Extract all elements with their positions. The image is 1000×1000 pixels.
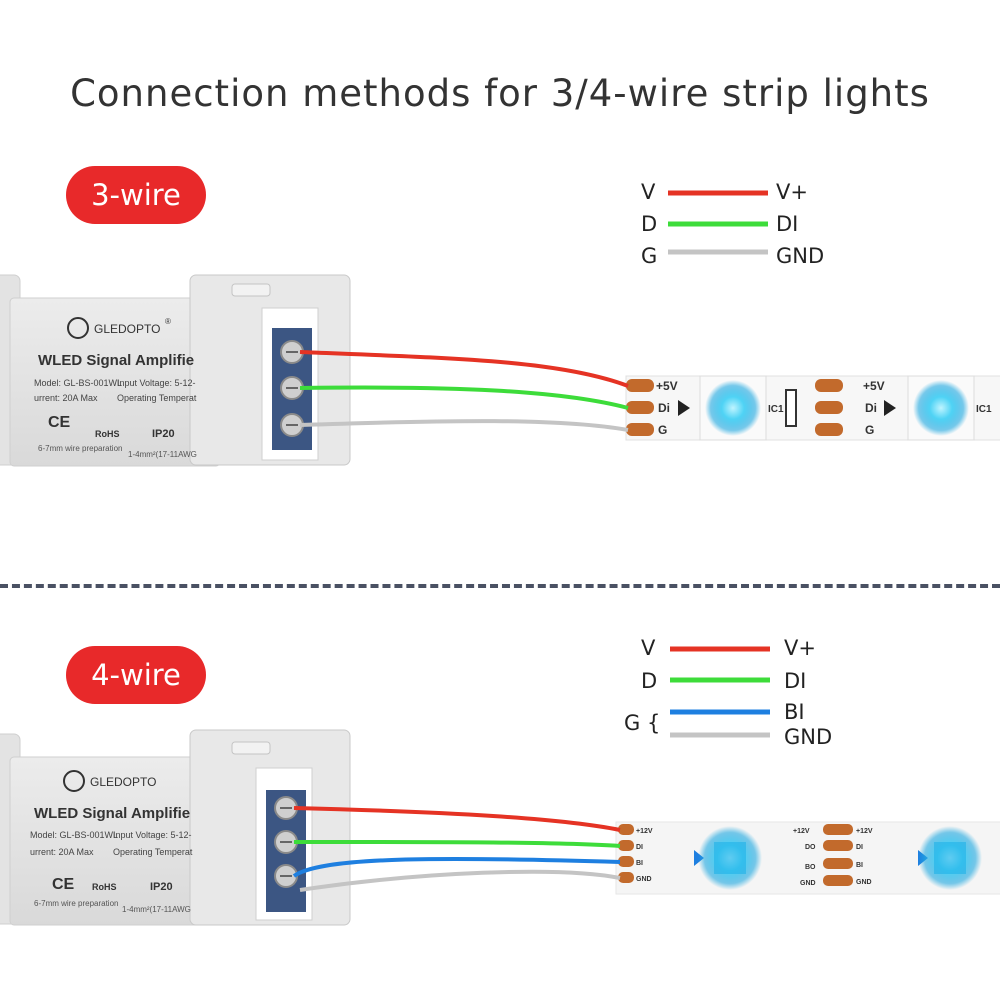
- amplifier-4wire: GLEDOPTO WLED Signal Amplifie Model: GL-…: [0, 729, 351, 926]
- amp3-current: urrent: 20A Max: [34, 393, 98, 403]
- strip4-right-pad2: DI: [856, 844, 863, 851]
- strip4-mid-pad2: DO: [805, 844, 816, 851]
- legend3-vplus-label: V+: [776, 180, 808, 204]
- legend4-g-label: G {: [624, 711, 661, 735]
- amp4-brand: GLEDOPTO: [90, 775, 156, 789]
- wire4-gray: [299, 869, 621, 892]
- strip4-right-pad1: +12V: [856, 828, 873, 835]
- wire3-gray: [299, 419, 629, 432]
- legend4-d-label: D: [641, 669, 658, 693]
- legend4-di-label: DI: [784, 669, 807, 693]
- led-1-icon: [705, 380, 761, 436]
- led-strip-4wire: +12V DI BI GND +12V DO BO GND +12V DI BI…: [615, 821, 1000, 895]
- section-divider: [0, 584, 1000, 588]
- legend4-bi-label: BI: [784, 700, 805, 724]
- legend3-gnd-label: GND: [776, 244, 825, 268]
- amp3-rohs: RoHS: [95, 429, 120, 439]
- legend4-vplus-label: V+: [784, 636, 816, 660]
- strip3-pad1: +5V: [656, 379, 678, 393]
- led-strip-3wire: +5V Di G IC1 +5V Di G IC1: [625, 375, 1000, 441]
- wire3-red: [299, 350, 629, 388]
- amp4-wireprep: 6-7mm wire preparation: [34, 899, 118, 908]
- led-2-icon: [913, 380, 969, 436]
- amp3-ip: IP20: [152, 428, 175, 440]
- gledopto-logo-icon: [63, 770, 85, 792]
- amp3-name: WLED Signal Amplifie: [38, 352, 194, 369]
- amp4-input: Input Voltage: 5-12-: [113, 830, 192, 840]
- amp4-ip: IP20: [150, 881, 173, 893]
- legend4-gnd-label: GND: [784, 725, 833, 749]
- amp4-rohs: RoHS: [92, 882, 117, 892]
- amp4-current: urrent: 20A Max: [30, 847, 94, 857]
- strip4-left-pad1: +12V: [636, 828, 653, 835]
- strip3-pad3: G: [658, 423, 667, 437]
- legend3-d-label: D: [641, 212, 658, 236]
- legend3-g-label: G: [641, 244, 658, 268]
- strip4-left-pad2: DI: [636, 844, 643, 851]
- badge-3-wire: 3-wire: [66, 166, 206, 224]
- amp4-ce: CE: [52, 876, 75, 893]
- wire3-green: [299, 385, 629, 410]
- strip3-ic-2: IC1: [976, 404, 992, 415]
- gledopto-logo-icon: [67, 317, 89, 339]
- amp4-name: WLED Signal Amplifie: [34, 805, 190, 822]
- amp4-model: Model: GL-BS-001WL: [30, 830, 118, 840]
- amp3-brand: GLEDOPTO: [94, 322, 160, 336]
- legend3-v-label: V: [641, 180, 656, 204]
- strip3-ic-1: IC1: [768, 404, 784, 415]
- badge-4-wire: 4-wire: [66, 646, 206, 704]
- amp4-temp: Operating Temperat: [113, 847, 193, 857]
- wire4-green: [293, 840, 621, 848]
- strip4-left-pad4: GND: [636, 876, 652, 883]
- strip3-pad1b: +5V: [863, 379, 885, 393]
- strip4-mid-pad1: +12V: [793, 828, 810, 835]
- legend3-di-label: DI: [776, 212, 799, 236]
- page-title: Connection methods for 3/4-wire strip li…: [70, 72, 930, 115]
- strip3-pad3b: G: [865, 423, 874, 437]
- amp3-input: Input Voltage: 5-12-: [117, 378, 196, 388]
- strip4-mid-pad4: GND: [800, 880, 816, 887]
- amp3-trademark: ®: [165, 317, 171, 326]
- amplifier-3wire: GLEDOPTO ® WLED Signal Amplifie Model: G…: [0, 274, 351, 467]
- wire4-red: [293, 806, 621, 832]
- amp3-awg: 1-4mm²(17-11AWG: [128, 450, 197, 459]
- amp3-ce: CE: [48, 414, 71, 431]
- amp3-temp: Operating Temperat: [117, 393, 197, 403]
- amp4-awg: 1-4mm²(17-11AWG: [122, 905, 191, 914]
- wire4-blue: [292, 856, 621, 878]
- legend4-v-label: V: [641, 636, 656, 660]
- strip4-right-pad4: GND: [856, 879, 872, 886]
- amp3-model: Model: GL-BS-001WL: [34, 378, 122, 388]
- amp3-wireprep: 6-7mm wire preparation: [38, 444, 122, 453]
- strip4-right-pad3: BI: [856, 862, 863, 869]
- strip4-left-pad3: BI: [636, 860, 643, 867]
- strip3-pad2b: Di: [865, 401, 877, 415]
- strip4-mid-pad3: BO: [805, 864, 816, 871]
- strip3-pad2: Di: [658, 401, 670, 415]
